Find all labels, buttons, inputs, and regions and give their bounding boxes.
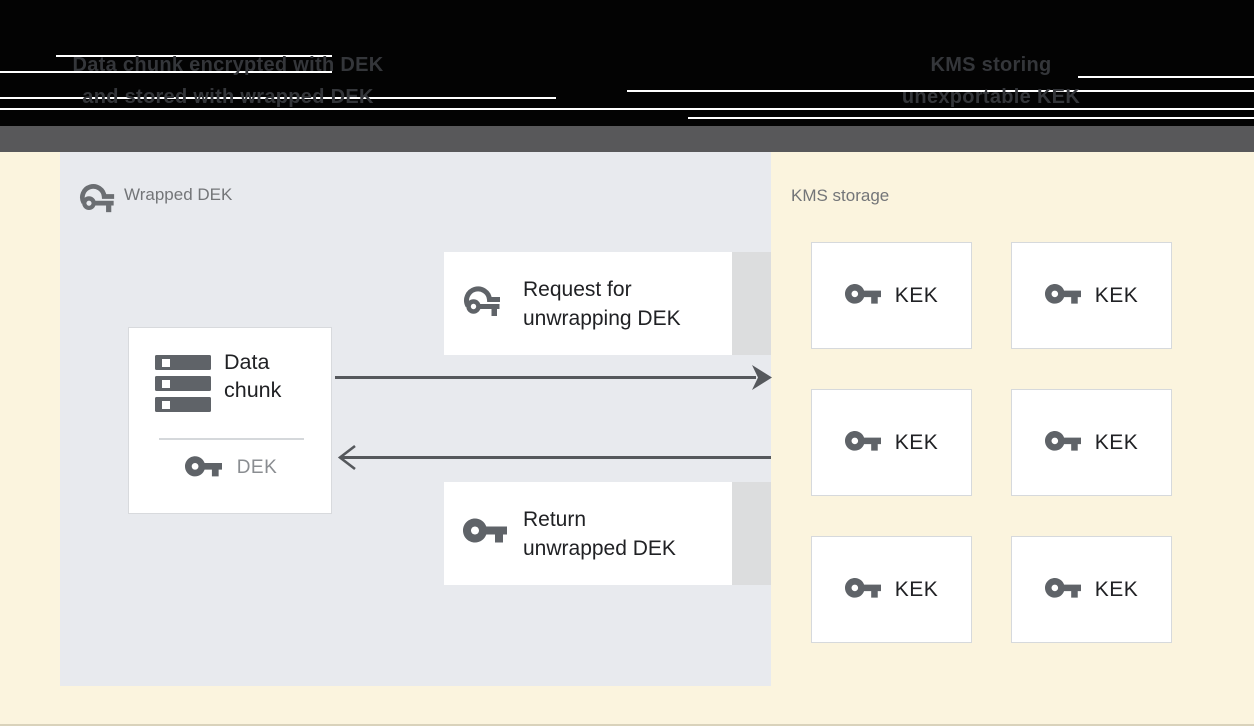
request-box-strip <box>732 252 771 355</box>
return-arrow-left-icon <box>337 444 771 471</box>
caption-line: and stored with wrapped DEK <box>82 86 374 108</box>
kek-label: KEK <box>894 577 939 601</box>
key-icon <box>844 578 881 598</box>
wrapped-dek-label: Wrapped DEK <box>124 185 233 204</box>
kek-label: KEK <box>1094 577 1139 601</box>
caption-line: Data chunk encrypted with DEK <box>72 54 384 76</box>
data-chunk-title-line: chunk <box>224 378 282 402</box>
kek-label: KEK <box>894 430 939 454</box>
dek-row: DEK <box>129 456 333 480</box>
key-icon <box>1044 284 1081 304</box>
bottom-edge-line <box>0 724 1254 726</box>
data-chunk-box: Data chunk DEK <box>128 327 332 514</box>
storage-icon <box>155 355 211 412</box>
return-box: Return unwrapped DEK <box>444 482 732 585</box>
key-icon <box>1044 431 1081 451</box>
header-hairline <box>627 90 1254 92</box>
kek-box: KEK <box>1011 389 1172 496</box>
caption-line: unexportable KEK <box>901 86 1081 108</box>
kek-box: KEK <box>1011 536 1172 643</box>
wrapped-key-icon <box>80 184 115 213</box>
header-hairline <box>56 55 332 57</box>
request-box-line: Request for <box>523 278 632 301</box>
return-box-line: Return <box>523 508 587 531</box>
kms-storage-label: KMS storage <box>791 186 890 205</box>
return-box-text: Return unwrapped DEK <box>523 505 676 563</box>
kms-storage-grid: KEK KEK KEK KEK KEK <box>811 242 1172 644</box>
kek-box: KEK <box>811 389 972 496</box>
caption-line: KMS storing <box>930 54 1052 76</box>
request-box: Request for unwrapping DEK <box>444 252 732 355</box>
request-box-text: Request for unwrapping DEK <box>523 275 681 333</box>
key-icon <box>184 456 222 477</box>
header-band: Data chunk encrypted with DEK and stored… <box>0 0 1254 126</box>
return-box-line: unwrapped DEK <box>523 537 676 560</box>
divider-bar <box>0 126 1254 152</box>
dek-label: DEK <box>236 457 278 478</box>
kek-box: KEK <box>811 242 972 349</box>
data-chunk-title-line: Data <box>224 350 270 374</box>
kek-label: KEK <box>1094 430 1139 454</box>
header-hairline <box>0 108 1254 110</box>
request-arrow-right-icon <box>335 365 772 390</box>
kek-box: KEK <box>1011 242 1172 349</box>
header-hairline <box>0 71 332 73</box>
return-box-strip <box>732 482 771 585</box>
header-hairline <box>688 117 1254 119</box>
kms-caption: KMS storing unexportable KEK <box>791 49 1191 113</box>
wrapped-key-icon <box>464 286 500 316</box>
data-chunk-title: Data chunk <box>224 348 281 404</box>
header-hairline <box>1078 76 1254 78</box>
chunk-box-divider <box>159 438 304 440</box>
key-icon <box>844 431 881 451</box>
kek-label: KEK <box>1094 283 1139 307</box>
key-icon <box>1044 578 1081 598</box>
key-icon <box>463 518 507 543</box>
kek-label: KEK <box>894 283 939 307</box>
request-box-line: unwrapping DEK <box>523 307 681 330</box>
kek-box: KEK <box>811 536 972 643</box>
header-hairline <box>0 97 556 99</box>
key-icon <box>844 284 881 304</box>
data-chunk-caption: Data chunk encrypted with DEK and stored… <box>28 49 428 113</box>
